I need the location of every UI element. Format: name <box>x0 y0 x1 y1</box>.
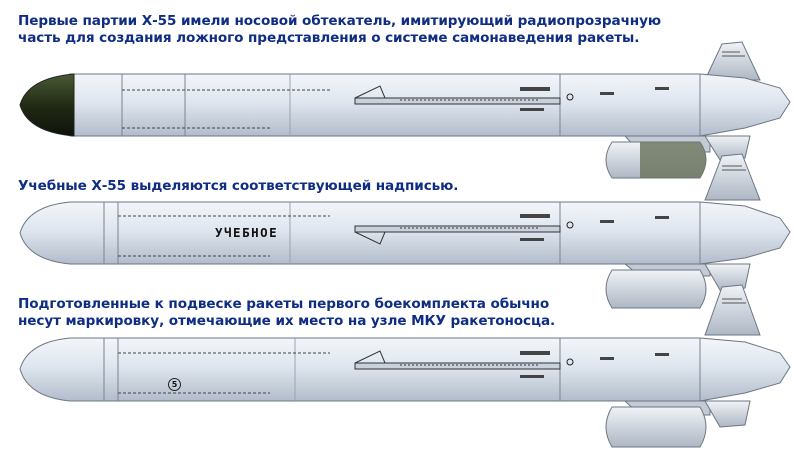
caption-combat-line1: Подготовленные к подвеске ракеты первого… <box>18 296 550 312</box>
caption-first-line2: часть для создания ложного представления… <box>18 30 640 46</box>
caption-combat-loadout: Подготовленные к подвеске ракеты первого… <box>18 296 555 330</box>
missile-combat-numbered: 5 <box>0 283 800 453</box>
caption-training: Учебные Х-55 выделяются соответствующей … <box>18 178 458 195</box>
caption-combat-line2: несут маркировку, отмечающие их место на… <box>18 313 556 329</box>
loadout-number-mark: 5 <box>168 378 181 391</box>
caption-training-line1: Учебные Х-55 выделяются соответствующей … <box>18 178 459 194</box>
missile-training: УЧЕБНОЕ <box>0 152 800 309</box>
caption-first-batch: Первые партии Х-55 имели носовой обтекат… <box>18 13 661 47</box>
caption-first-line1: Первые партии Х-55 имели носовой обтекат… <box>18 13 661 29</box>
missile-training-drawing <box>19 153 791 309</box>
missile-combat-drawing <box>19 284 791 448</box>
training-stencil: УЧЕБНОЕ <box>215 225 279 240</box>
